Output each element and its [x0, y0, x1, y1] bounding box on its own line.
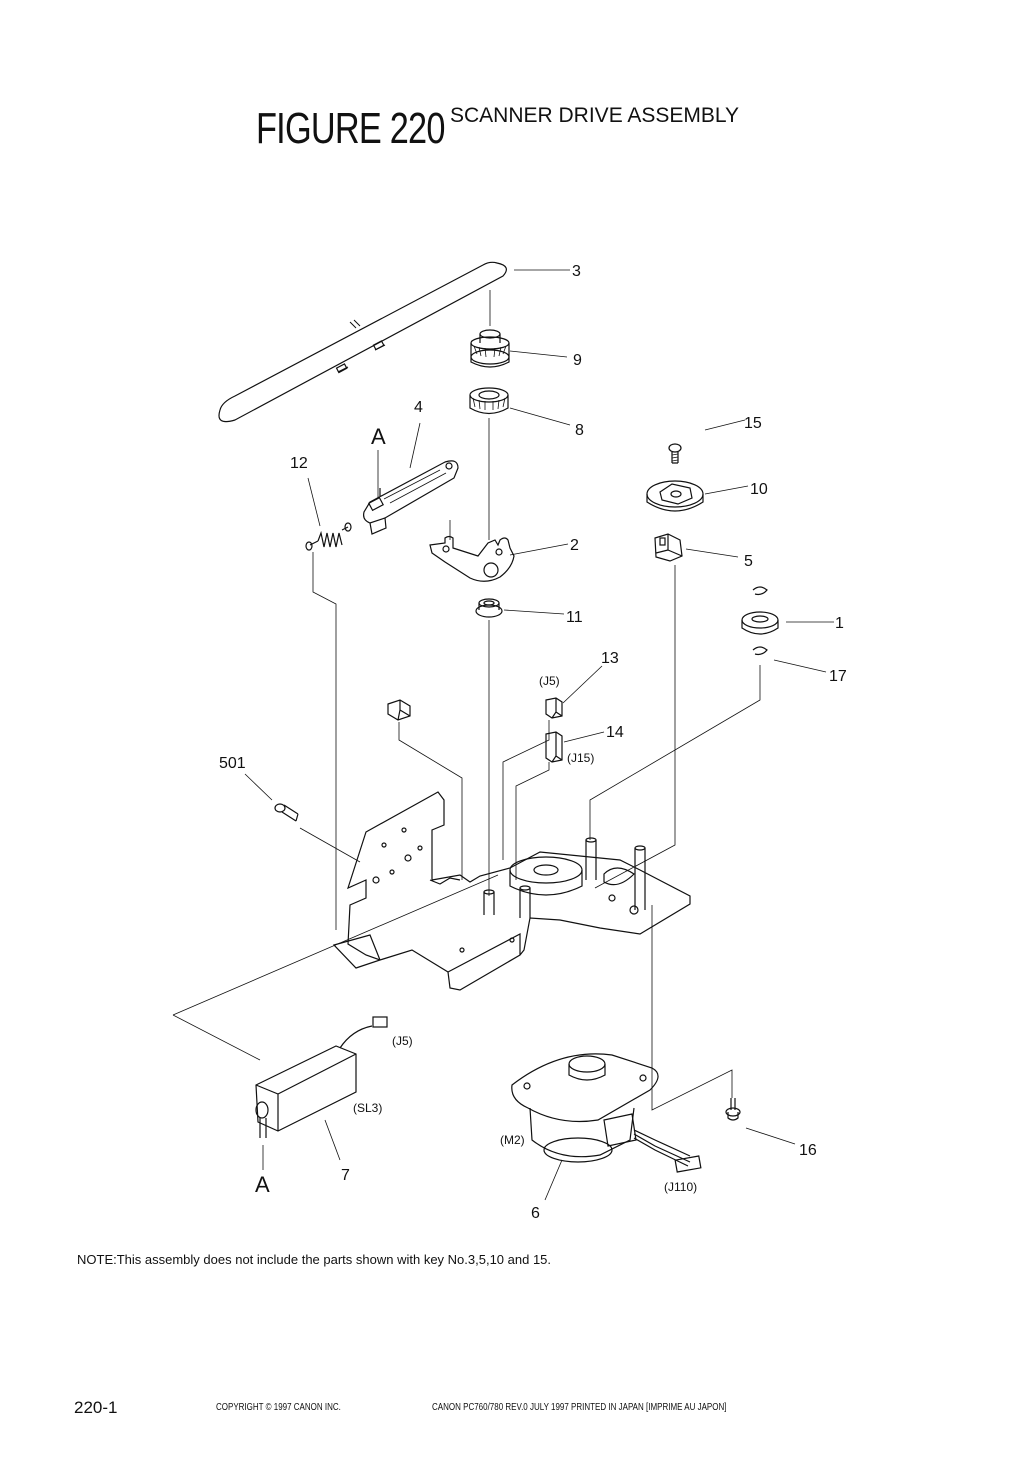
connector-j5-top	[545, 697, 563, 719]
callout-13: 13	[601, 650, 619, 667]
callout-1: 1	[835, 615, 844, 632]
part-1-pulley	[741, 586, 779, 656]
callout-11: 11	[566, 609, 583, 626]
callout-2: 2	[570, 537, 579, 554]
callout-6: 6	[531, 1205, 540, 1222]
part-3-belt	[218, 261, 507, 423]
callout-10: 10	[750, 481, 768, 498]
part-9-gear	[470, 329, 510, 368]
part-15-screw	[668, 443, 682, 464]
label-sl3: (SL3)	[353, 1101, 382, 1115]
callout-3: 3	[572, 263, 581, 280]
callout-4: 4	[414, 399, 423, 416]
figure-number: FIGURE 220	[256, 104, 445, 153]
label-m2: (M2)	[500, 1133, 525, 1147]
ref-a-bottom: A	[255, 1172, 270, 1197]
part-7-solenoid	[255, 1016, 388, 1138]
part-12-spring	[305, 522, 352, 551]
callout-9: 9	[573, 352, 582, 369]
callout-501: 501	[219, 755, 246, 772]
label-j110: (J110)	[664, 1180, 697, 1194]
part-8-gear	[469, 387, 509, 415]
callout-14: 14	[606, 724, 624, 741]
callout-16: 16	[799, 1142, 817, 1159]
ref-a-top: A	[371, 424, 386, 449]
callout-8: 8	[575, 422, 584, 439]
callout-17: 17	[829, 668, 847, 685]
part-11-bushing	[475, 598, 503, 618]
callout-15: 15	[744, 415, 762, 432]
assembly-note: NOTE:This assembly does not include the …	[77, 1252, 552, 1267]
print-info: CANON PC760/780 REV.0 JULY 1997 PRINTED …	[432, 1402, 727, 1413]
connector-cap	[387, 699, 411, 721]
figure-title: SCANNER DRIVE ASSEMBLY	[450, 104, 740, 127]
part-10-cam	[646, 480, 704, 512]
part-6-motor	[511, 1053, 702, 1173]
copyright-text: COPYRIGHT © 1997 CANON INC.	[216, 1402, 341, 1413]
callouts: 3 9 8 4 12 15 10 2 5 11 1 13 17 14 501 7…	[219, 263, 847, 1222]
part-16-screw	[725, 1098, 741, 1121]
callout-12: 12	[290, 455, 308, 472]
connector-j15	[545, 731, 563, 763]
part-501-screw	[274, 803, 299, 822]
label-j5-top: (J5)	[539, 674, 560, 688]
page-number: 220-1	[74, 1398, 118, 1417]
callout-7: 7	[341, 1167, 350, 1184]
callout-5: 5	[744, 553, 753, 570]
label-j5-solenoid: (J5)	[392, 1034, 413, 1048]
label-j15: (J15)	[567, 751, 594, 765]
chassis-plate	[332, 791, 691, 991]
part-5-block	[654, 533, 683, 562]
part-2-bracket	[429, 535, 515, 582]
leader-lines	[172, 269, 834, 1201]
part-4-lever	[363, 460, 459, 535]
connector-labels: (J5) (J15) (J5) (SL3) (M2) (J110)	[353, 674, 697, 1194]
